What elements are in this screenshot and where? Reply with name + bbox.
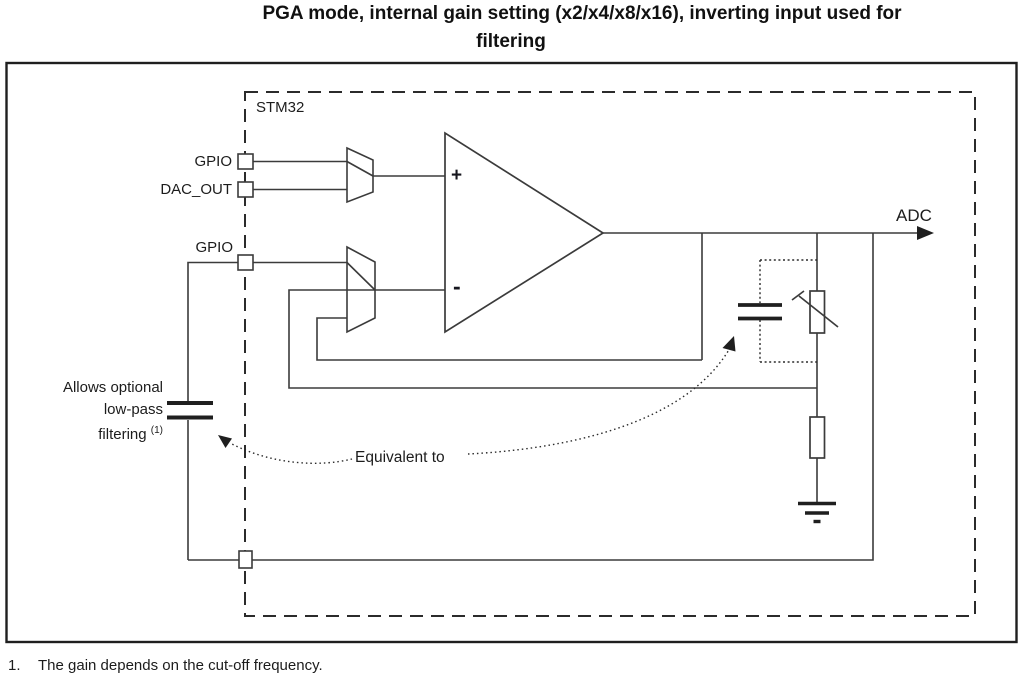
figure-title-line2: filtering — [476, 31, 546, 52]
pin-gpio-mid — [237, 254, 254, 271]
footnote-text: The gain depends on the cut-off frequenc… — [38, 657, 323, 674]
variable-resistor-body — [809, 290, 826, 334]
footnote: 1. The gain depends on the cut-off freque… — [8, 657, 323, 674]
equivalent-arrow-right — [467, 347, 731, 455]
figure-title-line1: PGA mode, internal gain setting (x2/x4/x… — [262, 3, 902, 24]
wire-feedback-return — [316, 317, 702, 361]
gpio-top-label: GPIO — [194, 153, 232, 170]
figure-frame — [5, 61, 1018, 644]
internal-capacitor-equivalent — [738, 259, 817, 363]
variable-resistor-arrow-tick — [791, 290, 805, 301]
external-filter-capacitor — [167, 401, 213, 420]
stm32-dashed-boundary — [244, 91, 976, 617]
opamp-plus-sign: + — [451, 165, 463, 186]
filter-note-line3-text: filtering — [98, 426, 147, 443]
feedback-mux-select-line — [346, 261, 376, 291]
variable-resistor-arrow-line — [798, 295, 839, 328]
stm32-label: STM32 — [256, 99, 305, 116]
input-mux — [346, 146, 374, 204]
equivalence-arrows — [218, 336, 736, 464]
pin-bottom — [238, 550, 253, 569]
equivalent-to-label: Equivalent to — [355, 449, 445, 466]
wire-bottom-return — [188, 233, 874, 561]
feedback-mux-body — [346, 245, 376, 334]
gpio-mid-label: GPIO — [195, 239, 233, 256]
filter-note-line1: Allows optional — [62, 379, 163, 396]
opamp-triangle — [444, 131, 605, 334]
pin-gpio-top — [237, 153, 254, 170]
input-mux-body — [346, 146, 374, 204]
footnote-number: 1. — [8, 657, 21, 674]
equivalent-arrow-left-head-icon — [218, 435, 232, 448]
variable-feedback-resistor — [791, 290, 839, 334]
feedback-mux — [346, 245, 376, 334]
dac-out-label: DAC_OUT — [160, 181, 232, 198]
equivalent-arrow-right-head-icon — [722, 336, 736, 352]
wire-tap-feedback — [288, 289, 817, 389]
ground-symbol-icon — [798, 501, 836, 524]
filter-note-ref: (1) — [150, 425, 163, 436]
pin-dac-out — [237, 181, 254, 198]
adc-arrowhead-icon — [917, 226, 934, 240]
filter-note: Allows optional low-pass filtering (1) — [18, 377, 163, 446]
opamp-minus-sign: - — [453, 273, 461, 299]
ground-resistor — [809, 416, 826, 459]
equivalent-arrow-left — [229, 442, 353, 464]
filter-note-line2: low-pass — [103, 400, 163, 418]
internal-capacitor — [738, 303, 782, 321]
adc-label: ADC — [896, 206, 932, 225]
internal-cap-dotted-box — [759, 259, 817, 363]
input-mux-select-line — [346, 160, 374, 177]
chip-pins — [237, 153, 254, 569]
wires — [187, 160, 920, 561]
filter-note-line3: filtering (1) — [18, 420, 163, 446]
wire-gpio-mid-left — [187, 261, 238, 401]
